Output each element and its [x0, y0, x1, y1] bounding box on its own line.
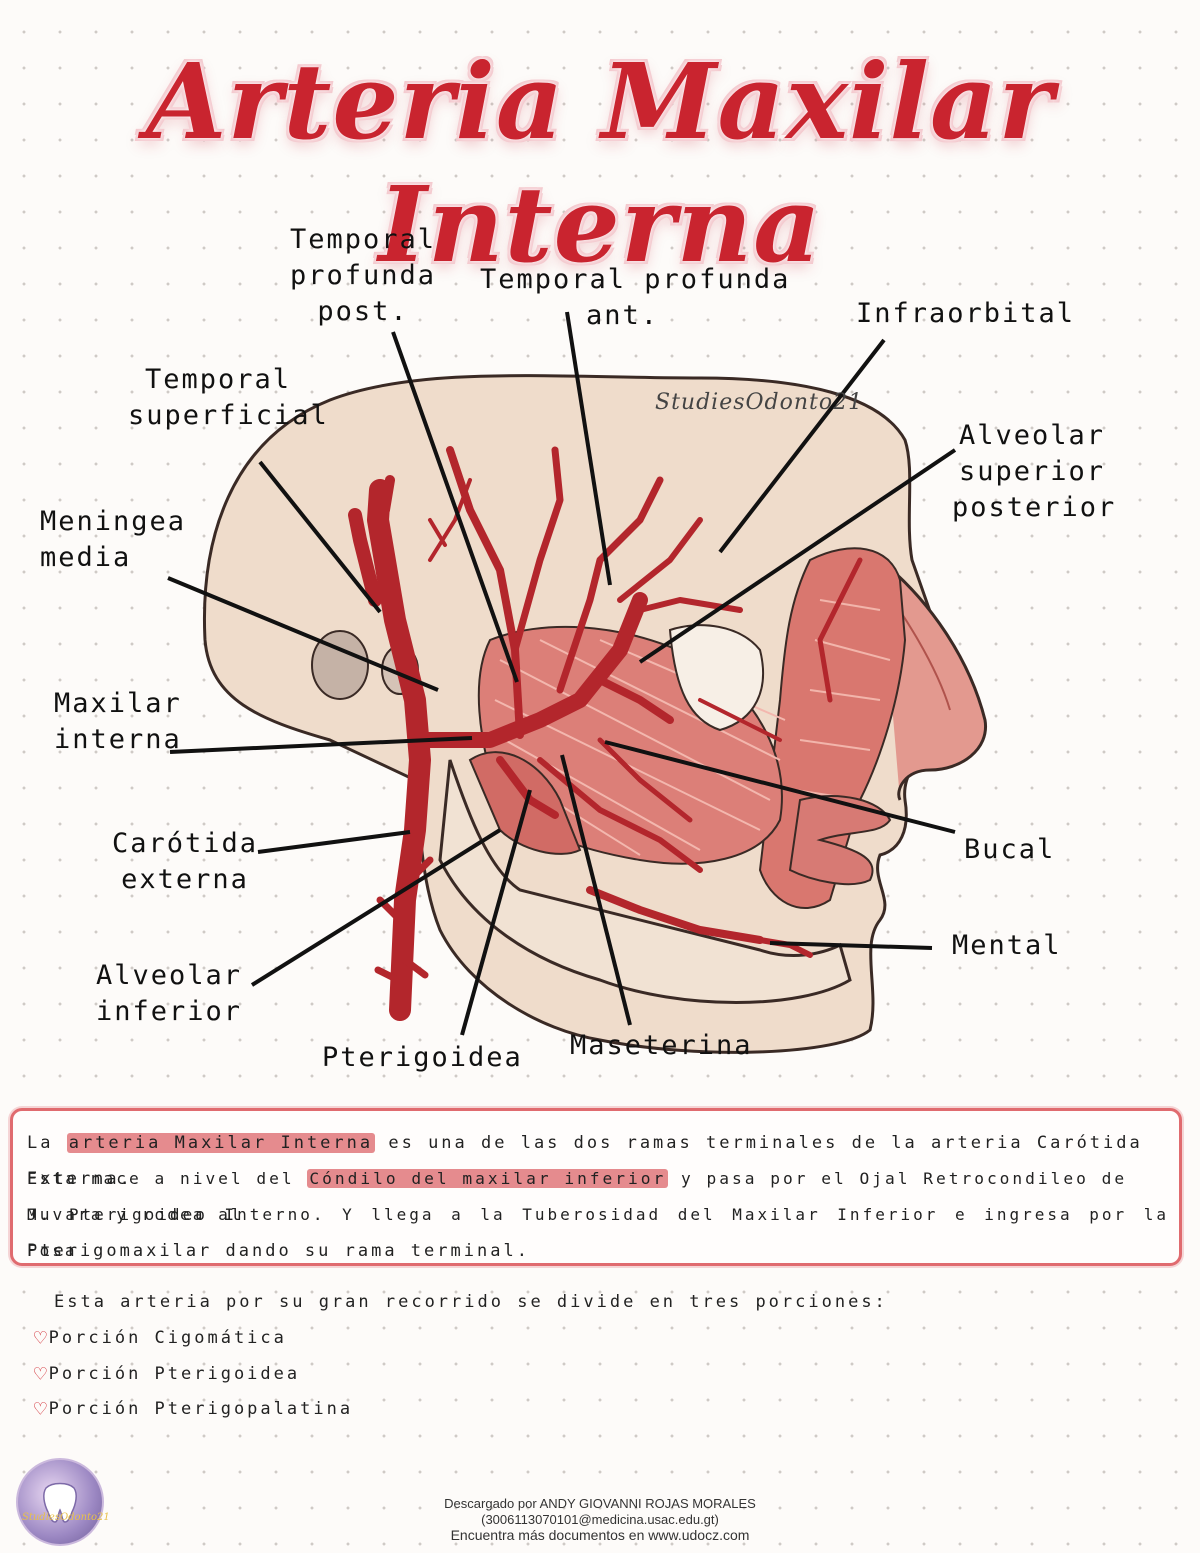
logo-text: StudiesOdonto21: [22, 1512, 110, 1523]
lips-shape: [788, 795, 892, 886]
heart-icon: ♡: [34, 1362, 47, 1386]
description-line-2: Esta nace a nivel del Cóndilo del maxila…: [27, 1169, 1128, 1224]
portion-item: ♡Porción Pterigopalatina: [34, 1397, 354, 1421]
label-temporal-superficial: Temporal superficial: [128, 364, 329, 431]
label-maxilar-interna: Maxilar interna: [54, 688, 182, 755]
highlight-condilo: Cóndilo del maxilar inferior: [307, 1169, 669, 1188]
footer-email: (3006113070101@medicina.usac.edu.gt): [481, 1512, 719, 1527]
description-line-4: Pterigomaxilar dando su rama terminal.: [27, 1241, 530, 1261]
portion-item: ♡Porción Cigomática: [34, 1326, 287, 1350]
label-infraorbital: Infraorbital: [856, 298, 1076, 329]
page-title: Arteria Maxilar Interna: [145, 40, 1055, 286]
footer-link[interactable]: Encuentra más documentos en www.udocz.co…: [450, 1527, 750, 1543]
description-line-1: La arteria Maxilar Interna es una de las…: [27, 1133, 1143, 1189]
highlight-arteria-maxilar-interna: arteria Maxilar Interna: [66, 1133, 376, 1153]
label-alveolar-inferior: Alveolar inferior: [96, 960, 243, 1027]
heart-icon: ♡: [34, 1397, 47, 1421]
label-mental: Mental: [952, 930, 1062, 961]
label-alveolar-superior-posterior: Alveolar superior posterior: [952, 420, 1117, 523]
mandible: [438, 759, 852, 1004]
label-meningea-media: Meningea media: [40, 506, 187, 573]
leader-lines: [167, 311, 957, 1036]
description-box: La arteria Maxilar Interna es una de las…: [10, 1108, 1182, 1266]
sections-intro: Esta arteria por su gran recorrido se di…: [54, 1292, 888, 1312]
ear-canal: [311, 630, 369, 700]
label-temporal-profunda-posterior: Temporal profunda post.: [289, 224, 437, 327]
label-temporal-profunda-anterior: Temporal profunda ant.: [480, 264, 791, 331]
anatomy-illustration: StudiesOdonto21 Temporal profunda post. …: [40, 224, 1117, 1073]
watermark-signature: StudiesOdonto21: [655, 390, 864, 415]
portion-item: ♡Porción Pterigoidea: [34, 1362, 301, 1386]
tooth-icon: [43, 1482, 77, 1523]
label-carotida-externa: Carótida externa: [111, 828, 259, 895]
tooth-logo: [16, 1458, 104, 1546]
label-pterigoidea: Pterigoidea: [322, 1042, 523, 1073]
footer-downloaded-by: Descargado por ANDY GIOVANNI ROJAS MORAL…: [444, 1496, 756, 1511]
description-line-3: M. Pterigoideo Interno. Y llega a la Tub…: [27, 1205, 1169, 1260]
head-diagram: [167, 311, 987, 1054]
label-bucal: Bucal: [964, 834, 1056, 865]
maxillary-sinus: [668, 624, 765, 732]
heart-icon: ♡: [34, 1326, 47, 1350]
label-maseterina: Maseterina: [570, 1030, 753, 1061]
